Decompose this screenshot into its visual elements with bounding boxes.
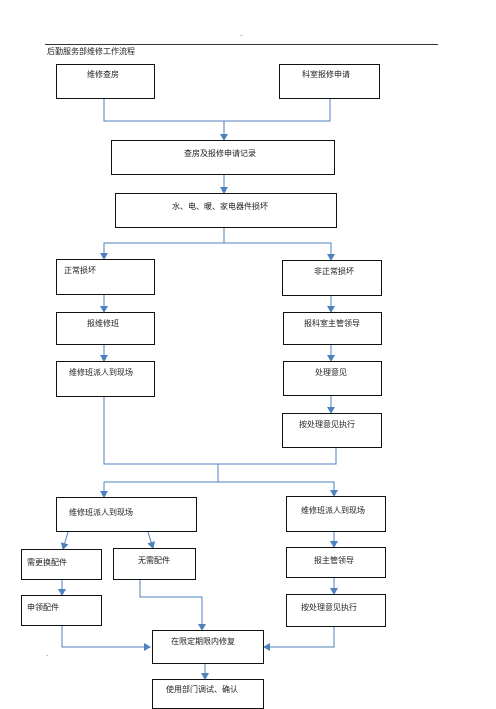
node-record-label: 查房及报修申请记录 (184, 149, 256, 158)
node-opinion: 处理意见 (283, 361, 382, 396)
node-execute-opinion-label: 按处理意见执行 (299, 420, 355, 429)
connector-inspection-merge (103, 99, 331, 122)
node-damage: 水、电、暖、家电器件损坏 (115, 193, 337, 228)
node-record: 查房及报修申请记录 (111, 140, 335, 175)
node-debug-confirm: 使用部门调试、确认 (152, 679, 264, 709)
connector-middle-merge (103, 397, 337, 465)
node-report-leader: 报主管领导 (286, 547, 386, 578)
connector-damage-split (100, 228, 225, 260)
node-execute-opinion-2: 按处理意见执行 (286, 594, 386, 627)
node-abnormal-label: 非正常损坏 (314, 267, 354, 276)
node-execute-opinion: 按处理意见执行 (282, 413, 382, 448)
header-rule (45, 44, 438, 45)
node-normal-label: 正常损坏 (64, 266, 96, 275)
node-execute-opinion-2-label: 按处理意见执行 (301, 603, 357, 612)
node-report-leader-label: 报主管领导 (314, 556, 354, 565)
node-requisition: 申领配件 (21, 595, 102, 626)
node-debug-confirm-label: 使用部门调试、确认 (166, 685, 238, 694)
arrow-from-execute-opinion-2 (263, 627, 335, 651)
node-dept-request-label: 科室报修申请 (302, 70, 350, 79)
arrow-to-no-parts (147, 531, 156, 549)
header-dot: - (240, 32, 243, 40)
node-requisition-label: 申领配件 (27, 603, 59, 612)
node-dept-request: 科室报修申请 (279, 64, 380, 99)
node-no-parts-label: 无需配件 (138, 556, 170, 565)
node-repair-deadline: 在限定期限内修复 (152, 630, 264, 664)
footer-dot: - (46, 652, 49, 660)
node-repair-deadline-label: 在限定期限内修复 (171, 637, 235, 646)
node-inspection: 维修查房 (56, 64, 155, 99)
node-dispatch-right: 维修班派人到现场 (286, 496, 386, 532)
arrow-to-dispatch-right (104, 481, 338, 497)
node-report-supervisor-label: 报科室主管领导 (304, 319, 360, 328)
node-need-parts: 需更换配件 (21, 549, 102, 580)
node-report-supervisor: 报科室主管领导 (283, 312, 382, 345)
node-dispatch-mid: 维修班派人到现场 (56, 497, 197, 532)
node-report-team: 报维修班 (56, 312, 155, 345)
node-report-team-label: 报维修班 (87, 319, 119, 328)
arrow-from-requisition (61, 626, 151, 651)
node-no-parts: 无需配件 (113, 548, 196, 580)
arrow-from-no-parts (139, 580, 206, 631)
node-inspection-label: 维修查房 (87, 70, 119, 79)
document-title: 后勤服务部维修工作流程 (47, 47, 135, 56)
node-dispatch-mid-label: 维修班派人到现场 (69, 508, 133, 517)
node-need-parts-label: 需更换配件 (27, 558, 67, 567)
node-dispatch-left-label: 维修班派人到现场 (69, 368, 133, 377)
node-dispatch-right-label: 维修班派人到现场 (301, 506, 365, 515)
node-normal: 正常损坏 (56, 259, 155, 295)
arrow-to-need-parts (60, 531, 69, 550)
node-opinion-label: 处理意见 (315, 368, 347, 377)
node-dispatch-left: 维修班派人到现场 (56, 361, 155, 397)
node-damage-label: 水、电、暖、家电器件损坏 (172, 202, 268, 211)
arrow-to-abnormal (224, 242, 335, 261)
node-abnormal: 非正常损坏 (282, 260, 382, 296)
